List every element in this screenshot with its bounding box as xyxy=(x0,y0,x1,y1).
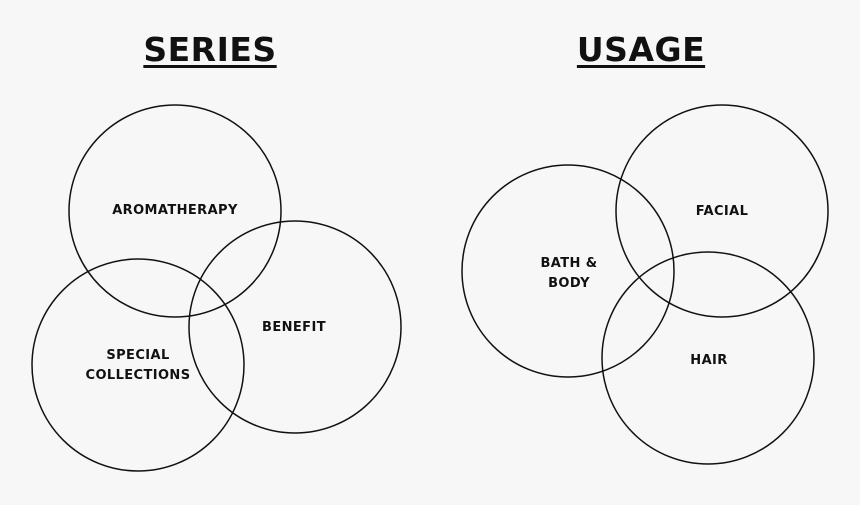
label-aromatherapy-line-1: AROMATHERAPY xyxy=(112,203,238,218)
circle-hair xyxy=(601,251,815,465)
label-bath-body-line-1: BATH & xyxy=(540,256,598,271)
circle-bath-body xyxy=(461,164,675,378)
usage-heading: USAGE xyxy=(576,30,706,69)
label-benefit: BENEFIT xyxy=(204,318,384,338)
label-facial: FACIAL xyxy=(632,202,812,222)
label-special-collections: SPECIAL COLLECTIONS xyxy=(48,346,228,386)
label-bath-body: BATH & BODY xyxy=(479,254,659,294)
label-facial-line-1: FACIAL xyxy=(695,204,749,219)
circle-special-collections xyxy=(31,258,245,472)
label-benefit-line-1: BENEFIT xyxy=(262,320,326,335)
label-bath-body-line-2: BODY xyxy=(548,276,590,291)
label-special-collections-line-1: SPECIAL xyxy=(106,348,170,363)
circle-benefit xyxy=(188,220,402,434)
label-hair: HAIR xyxy=(619,351,799,371)
circle-aromatherapy xyxy=(68,104,282,318)
label-special-collections-line-2: COLLECTIONS xyxy=(85,368,191,383)
label-aromatherapy: AROMATHERAPY xyxy=(85,201,265,221)
label-hair-line-1: HAIR xyxy=(690,353,728,368)
series-heading: SERIES xyxy=(143,30,277,69)
circle-facial xyxy=(615,104,829,318)
series-venn xyxy=(31,104,402,472)
usage-venn xyxy=(461,104,829,465)
